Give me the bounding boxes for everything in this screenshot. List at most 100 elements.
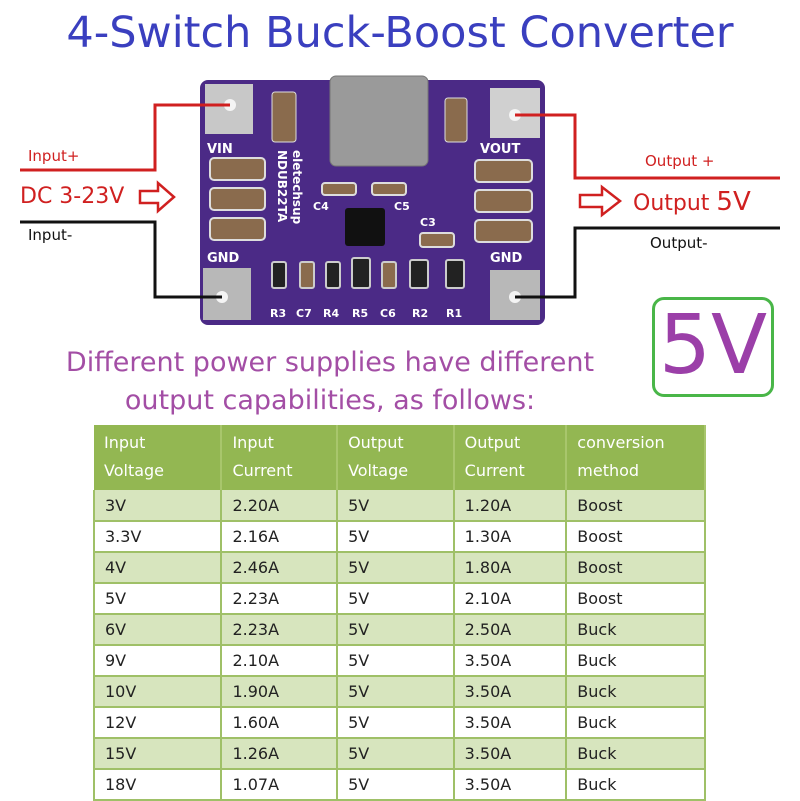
table-cell: 3.50A [452, 707, 568, 739]
table-cell: 2.46A [220, 552, 339, 584]
pcb-r2: R2 [412, 307, 428, 320]
table-cell: 5V [336, 738, 455, 770]
table-cell: 5V [92, 583, 223, 615]
table-cell: 5V [336, 521, 455, 553]
table-cell: 5V [336, 614, 455, 646]
pcb-c3: C3 [420, 216, 436, 229]
table-cell: 1.30A [452, 521, 568, 553]
table-cell: 2.10A [220, 645, 339, 677]
pcb-brand: eletechsup [290, 150, 304, 225]
table-cell: Buck [565, 645, 706, 677]
pcb-model: NDUB22TA [275, 150, 289, 223]
subtitle-line-1: Different power supplies have different [65, 347, 595, 378]
table-cell: 3V [92, 490, 223, 522]
table-cell: 5V [336, 583, 455, 615]
input-positive-wire [20, 103, 230, 172]
table-cell: 3.50A [452, 645, 568, 677]
table-cell: 5V [336, 552, 455, 584]
table-cell: 1.80A [452, 552, 568, 584]
table-cell: 4V [92, 552, 223, 584]
table-cell: 10V [92, 676, 223, 708]
column-header-line: Output [464, 433, 521, 452]
table-cell: Buck [565, 769, 706, 801]
table-cell: 15V [92, 738, 223, 770]
column-header-line: conversion [577, 433, 665, 452]
output-value: 5V [716, 187, 751, 217]
input-range-label: DC 3-23V [20, 184, 125, 209]
column-header-line: Input [232, 433, 274, 452]
pcb-vout-label: VOUT [480, 142, 520, 157]
input-arrow-icon [138, 180, 176, 214]
column-header-line: Voltage [348, 461, 409, 480]
table-cell: 12V [92, 707, 223, 739]
table-cell: 2.50A [452, 614, 568, 646]
pcb-c7: C7 [296, 307, 312, 320]
table-cell: Buck [565, 707, 706, 739]
pcb-c6: C6 [380, 307, 396, 320]
table-cell: 3.3V [92, 521, 223, 553]
column-header: conversion method [566, 425, 706, 490]
table-cell: Boost [565, 521, 706, 553]
table-cell: 2.16A [220, 521, 339, 553]
table-cell: 1.90A [220, 676, 339, 708]
table-cell: 6V [92, 614, 223, 646]
table-cell: 2.23A [220, 583, 339, 615]
page-title: 4-Switch Buck-Boost Converter [66, 8, 734, 58]
subtitle-line-2: output capabilities, as follows: [124, 385, 536, 416]
output-minus-label: Output- [650, 234, 708, 252]
table-cell: 3.50A [452, 738, 568, 770]
table-cell: 2.10A [452, 583, 568, 615]
table-cell: Boost [565, 490, 706, 522]
table-cell: 3.50A [452, 769, 568, 801]
output-label: Output 5V [633, 187, 751, 217]
column-header-line: Voltage [104, 461, 165, 480]
input-negative-wire [20, 220, 222, 299]
table-cell: Buck [565, 738, 706, 770]
pcb-c5: C5 [394, 200, 410, 213]
input-minus-label: Input- [28, 226, 73, 244]
table-cell: 1.26A [220, 738, 339, 770]
table-cell: 2.23A [220, 614, 339, 646]
table-cell: Boost [565, 552, 706, 584]
table-cell: 1.20A [452, 490, 568, 522]
pcb-gnd-out-label: GND [490, 251, 523, 266]
pcb-gnd-in-label: GND [207, 251, 240, 266]
pcb-r4: R4 [323, 307, 339, 320]
table-cell: 5V [336, 676, 455, 708]
table-cell: 18V [92, 769, 223, 801]
column-header-line: Current [232, 461, 293, 480]
column-header-line: Current [464, 461, 525, 480]
table-cell: 9V [92, 645, 223, 677]
column-header-line: Output [348, 433, 404, 452]
output-voltage-badge: 5V [652, 297, 774, 397]
table-cell: 3.50A [452, 676, 568, 708]
table-cell: 1.07A [220, 769, 339, 801]
table-cell: Boost [565, 583, 706, 615]
pcb-vin-label: VIN [207, 142, 233, 157]
output-plus-label: Output + [645, 152, 715, 170]
column-header-line: method [577, 461, 640, 480]
pcb-board: VIN VOUT GND GND eletechsup NDUB22TA C4 … [200, 75, 545, 325]
module-diagram: VIN VOUT GND GND eletechsup NDUB22TA C4 … [20, 75, 780, 325]
output-arrow-icon [578, 184, 623, 218]
pcb-r3: R3 [270, 307, 286, 320]
table-cell: Buck [565, 614, 706, 646]
output-negative-wire [515, 226, 780, 299]
output-positive-wire [515, 113, 780, 180]
pcb-c4: C4 [313, 200, 329, 213]
subtitle: Different power supplies have different … [40, 344, 620, 420]
